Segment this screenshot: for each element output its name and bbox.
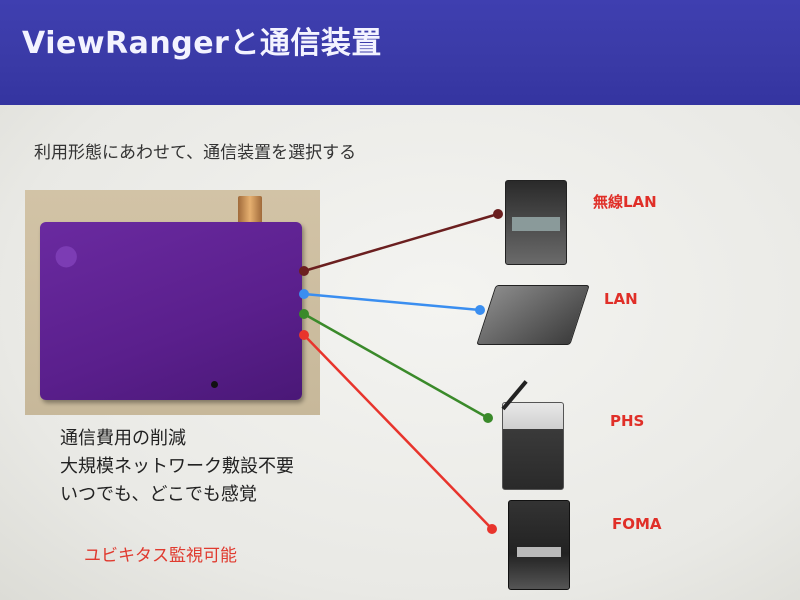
line-foma — [303, 334, 493, 530]
slide-title: ViewRangerと通信装置 — [22, 26, 382, 61]
dot-phs-start — [299, 309, 309, 319]
label-wireless-lan: 無線LAN — [593, 193, 657, 211]
dot-wireless-lan-start — [299, 266, 309, 276]
antenna-connector — [238, 196, 262, 226]
viewranger-device — [40, 222, 302, 400]
lan-card-icon — [476, 285, 590, 345]
slide-subtitle: 利用形態にあわせて、通信装置を選択する — [34, 143, 357, 163]
label-phs: PHS — [610, 412, 645, 430]
line-lan — [303, 292, 481, 312]
benefits-list: 通信費用の削減 大規模ネットワーク敷設不要 いつでも、どこでも感覚 — [60, 425, 294, 509]
line-phs — [303, 312, 489, 420]
benefit-item: いつでも、どこでも感覚 — [60, 484, 257, 505]
dot-lan-end — [475, 305, 485, 315]
title-bar: ViewRangerと通信装置 — [0, 0, 800, 105]
device-logo-icon: ● — [54, 238, 79, 271]
foma-card-icon — [508, 500, 570, 590]
dot-lan-start — [299, 289, 309, 299]
phs-card-icon — [501, 380, 564, 490]
device-led-icon — [211, 381, 218, 388]
highlight-text: ユビキタス監視可能 — [84, 546, 237, 566]
dot-foma-end — [487, 524, 497, 534]
label-lan: LAN — [604, 290, 638, 308]
label-foma: FOMA — [612, 515, 662, 533]
dot-phs-end — [483, 413, 493, 423]
line-wireless-lan — [303, 212, 499, 273]
benefit-item: 大規模ネットワーク敷設不要 — [60, 456, 294, 477]
wireless-lan-card-icon — [505, 180, 567, 265]
benefit-item: 通信費用の削減 — [60, 428, 186, 449]
dot-wireless-lan-end — [493, 209, 503, 219]
dot-foma-start — [299, 330, 309, 340]
